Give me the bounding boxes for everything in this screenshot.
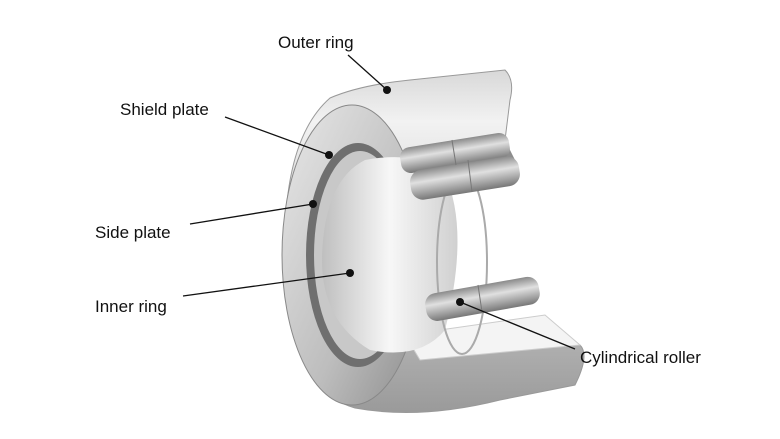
roller-split — [477, 284, 483, 313]
dot-cylindrical-roller — [456, 298, 464, 306]
roller-top-1 — [400, 132, 510, 174]
dot-outer-ring — [383, 86, 391, 94]
leader-side-plate — [189, 203, 314, 225]
dot-shield-plate — [325, 151, 333, 159]
leader-shield-plate — [224, 116, 330, 156]
roller-bottom — [425, 276, 540, 321]
dot-side-plate — [309, 200, 317, 208]
label-inner-ring: Inner ring — [95, 297, 167, 316]
leader-cylindrical-roller — [459, 301, 576, 350]
inner-ring-bore — [321, 157, 458, 353]
leader-dots — [309, 86, 464, 306]
label-cylindrical-roller: Cylindrical roller — [580, 348, 701, 367]
leader-lines — [182, 54, 576, 350]
roller-split — [467, 159, 473, 193]
label-shield-plate: Shield plate — [120, 100, 209, 119]
label-side-plate: Side plate — [95, 223, 171, 242]
leader-inner-ring — [182, 272, 351, 297]
roller-split — [451, 139, 457, 166]
outer-ring-cut-bottom — [404, 314, 582, 361]
dot-inner-ring — [346, 269, 354, 277]
leader-outer-ring — [347, 54, 388, 91]
label-outer-ring: Outer ring — [278, 33, 354, 52]
roller-top-2 — [410, 156, 520, 200]
